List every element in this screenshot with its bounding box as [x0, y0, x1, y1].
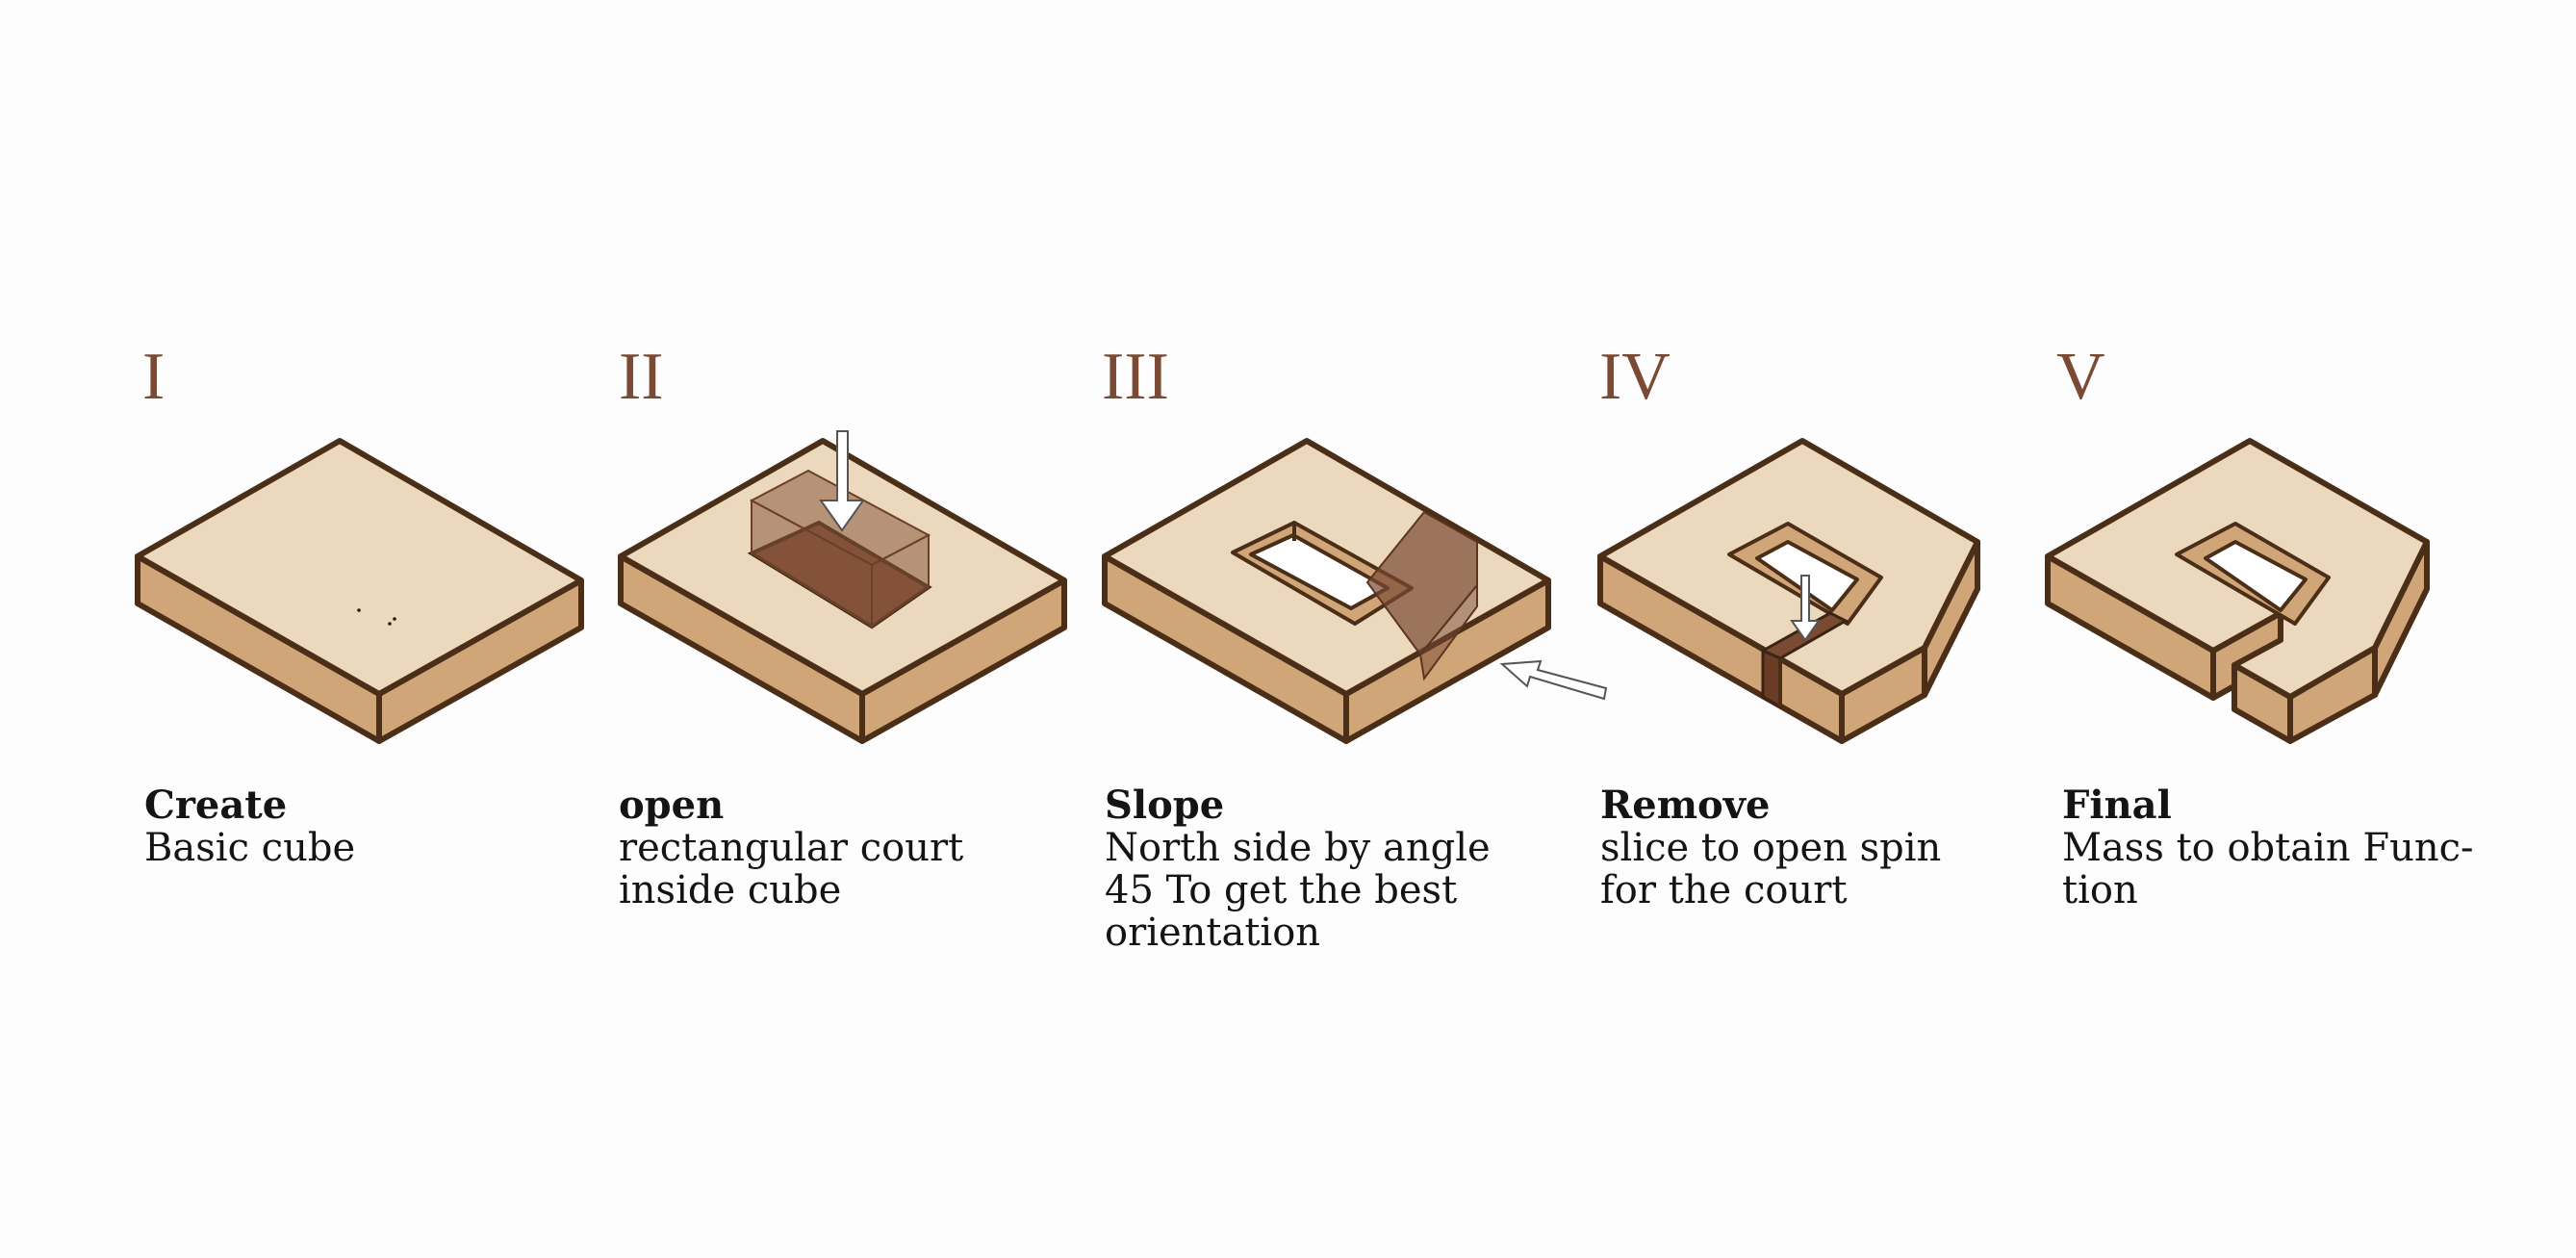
step-2-open-court-diagram [618, 430, 1067, 744]
step-2-numeral: II [619, 340, 664, 414]
step-2-title: open [619, 783, 725, 828]
step-1-description: Basic cube [144, 827, 355, 869]
description-line: orientation [1105, 911, 1321, 955]
description-line: Mass to obtain Func- [2062, 826, 2474, 870]
step-1-caption: Create Basic cube [144, 783, 355, 870]
down-arrow-icon [819, 430, 865, 532]
slope-plane [1365, 510, 1478, 681]
down-arrow-icon [1790, 575, 1821, 642]
step-5-numeral: V [2056, 340, 2105, 414]
step-1-numeral: I [142, 340, 166, 414]
description-line: Basic cube [144, 826, 356, 870]
step-4-caption: Remove slice to open spin for the court [1600, 783, 1941, 912]
step-3-title: Slope [1105, 783, 1225, 828]
arrow-left-up-icon [1499, 659, 1608, 701]
step-1-title: Create [144, 783, 288, 828]
step-3-description: North side by angle 45 To get the best o… [1105, 827, 1491, 954]
step-4-description: slice to open spin for the court [1600, 827, 1941, 911]
description-line: for the court [1600, 868, 1848, 912]
description-line: tion [2062, 868, 2138, 912]
step-4-remove-slice-diagram [1597, 438, 1980, 744]
description-line: 45 To get the best [1105, 868, 1458, 912]
step-5-title: Final [2062, 783, 2172, 828]
step-3-caption: Slope North side by angle 45 To get the … [1105, 783, 1491, 955]
step-4-title: Remove [1600, 783, 1771, 828]
description-line: North side by angle [1105, 826, 1491, 870]
step-2-caption: open rectangular court inside cube [619, 783, 963, 912]
step-1: I Create Basic cube [0, 0, 584, 1258]
step-5-caption: Final Mass to obtain Func- tion [2062, 783, 2474, 912]
description-line: inside cube [619, 868, 842, 912]
step-4: IV Remove slice to open spin [1597, 340, 1980, 912]
cube-top-face [135, 438, 584, 697]
step-3: III Slope North side by angle 45 To get … [1102, 340, 1608, 955]
step-4-numeral: IV [1599, 340, 1671, 414]
description-line: slice to open spin [1600, 826, 1942, 870]
step-2: II open rectangular court inside cube [0, 0, 1078, 1258]
step-3-numeral: III [1102, 340, 1169, 414]
step-2-description: rectangular court inside cube [619, 827, 963, 911]
step-3-slope-diagram [1102, 438, 1608, 744]
step-5-description: Mass to obtain Func- tion [2062, 827, 2474, 911]
step-1-basic-cube-diagram [135, 438, 584, 744]
description-line: rectangular court [619, 826, 964, 870]
